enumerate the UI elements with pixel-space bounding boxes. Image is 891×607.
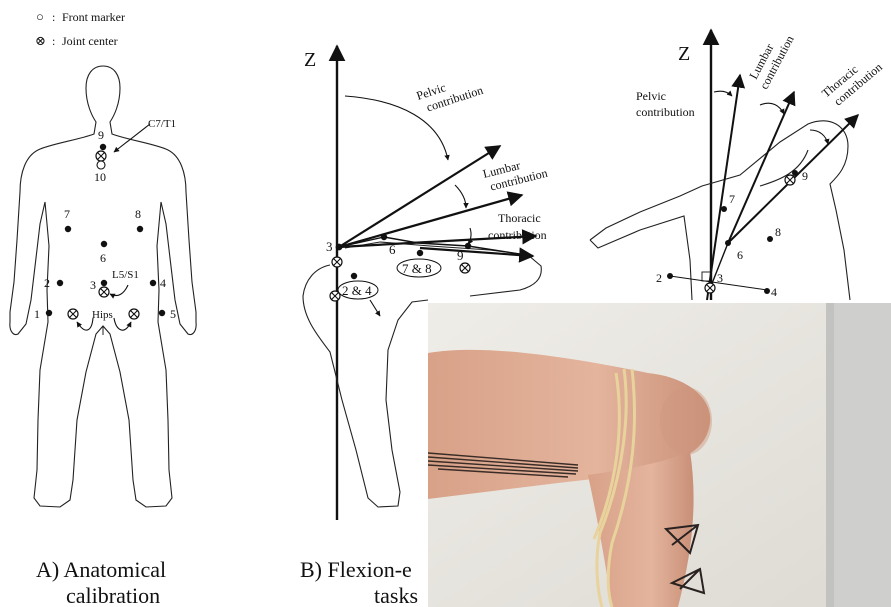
joint-center-symbol: ⊗ bbox=[35, 33, 46, 48]
marker-2 bbox=[57, 280, 63, 286]
front-marker-label: Front marker bbox=[62, 10, 125, 24]
label-8: 8 bbox=[135, 207, 141, 221]
label-9-c: 9 bbox=[802, 169, 808, 183]
marker-2-c bbox=[667, 273, 673, 279]
lumbar-arc-b bbox=[455, 185, 466, 208]
label-1: 1 bbox=[34, 307, 40, 321]
label-6: 6 bbox=[100, 251, 106, 265]
label-l5s1: L5/S1 bbox=[112, 269, 139, 281]
label-3-c: 3 bbox=[717, 271, 723, 285]
c7t1-joint-c bbox=[785, 175, 795, 185]
label-9: 9 bbox=[98, 128, 104, 142]
marker-9-b bbox=[465, 243, 471, 249]
panel-c-axial-view: Z 2 3 4 6 7 8 9 Pelvic contribution Lumb… bbox=[590, 27, 885, 300]
marker-8-c bbox=[767, 236, 773, 242]
marker-2-4-b bbox=[351, 273, 357, 279]
z-label-b: Z bbox=[304, 49, 316, 71]
marker-6-c bbox=[725, 240, 731, 246]
lumbar-vector-c bbox=[728, 92, 794, 243]
marker-9 bbox=[100, 144, 106, 150]
label-10: 10 bbox=[94, 170, 106, 184]
label-6-c: 6 bbox=[737, 248, 743, 262]
label-9-b: 9 bbox=[457, 248, 464, 263]
thoracic-arc-b bbox=[468, 228, 471, 244]
legend-separator-2: : bbox=[52, 34, 55, 48]
l5s1-joint-c bbox=[705, 283, 715, 293]
label-7: 7 bbox=[64, 207, 70, 221]
panel-edge bbox=[826, 303, 834, 607]
label-8-c: 8 bbox=[775, 225, 781, 239]
hip-arrow-right bbox=[114, 318, 131, 330]
label-7-8-b: 7 & 8 bbox=[402, 261, 432, 276]
marker-7-8-b bbox=[417, 250, 423, 256]
front-marker-symbol: ○ bbox=[36, 9, 44, 24]
pelvic-label-b: Pelvic contribution bbox=[415, 70, 485, 117]
lumbar-label-c: Lumbar contribution bbox=[744, 27, 796, 92]
marker-7-c bbox=[721, 206, 727, 212]
pelvic-label-c-2: contribution bbox=[636, 105, 695, 119]
marker-7 bbox=[65, 226, 71, 232]
marker-3 bbox=[101, 280, 107, 286]
panel-b-caption-line1: B) Flexion-e bbox=[300, 557, 412, 582]
legend-separator: : bbox=[52, 10, 55, 24]
marker-8 bbox=[137, 226, 143, 232]
right-hip-joint-center bbox=[129, 309, 139, 319]
label-2-4-b: 2 & 4 bbox=[342, 283, 372, 298]
thoracic-label-b-1: Thoracic bbox=[498, 211, 541, 225]
panel-b-caption-line2: tasks bbox=[374, 583, 418, 607]
marker-6-b bbox=[381, 234, 387, 240]
panel-a-caption-line1: A) Anatomical bbox=[36, 557, 166, 582]
elbow bbox=[660, 387, 712, 455]
hip-arrow-left bbox=[77, 318, 93, 330]
marker-9-c bbox=[792, 170, 798, 176]
panel-a-anatomical-calibration: C7/T1 9 10 7 8 6 L5/S1 2 3 4 1 5 Hips A)… bbox=[10, 66, 196, 607]
side-panel bbox=[833, 303, 891, 607]
pelvic-label-c-1: Pelvic bbox=[636, 89, 666, 103]
c7t1-joint-center bbox=[96, 151, 106, 161]
marker-4-c bbox=[764, 288, 770, 294]
marker-5 bbox=[159, 310, 165, 316]
marker-1 bbox=[46, 310, 52, 316]
label-7-c: 7 bbox=[729, 192, 735, 206]
legend: ○ : Front marker ⊗ : Joint center bbox=[35, 9, 125, 48]
arm-photo bbox=[428, 303, 891, 607]
thoracic-arc-c bbox=[810, 130, 828, 144]
hip-arrow-b bbox=[370, 300, 380, 316]
thoracic-label-c: Thoracic contribution bbox=[819, 49, 885, 111]
pelvic-arc-c bbox=[714, 91, 732, 96]
arm-photo-drawing bbox=[428, 303, 891, 607]
marker-4 bbox=[150, 280, 156, 286]
label-5: 5 bbox=[170, 307, 176, 321]
z-label-c: Z bbox=[678, 43, 690, 65]
pelvic-lumbar-vector-b bbox=[339, 146, 500, 247]
panel-a-caption-line2: calibration bbox=[66, 583, 160, 607]
left-hip-joint-center bbox=[68, 309, 78, 319]
thoracic-label-b-2: contribution bbox=[488, 228, 547, 242]
label-2: 2 bbox=[44, 276, 50, 290]
joint-center-label: Joint center bbox=[62, 34, 118, 48]
label-3-b: 3 bbox=[326, 239, 333, 254]
c7t1-joint-b bbox=[460, 263, 470, 273]
label-hips: Hips bbox=[92, 309, 113, 321]
lumbar-arc-c bbox=[760, 103, 784, 114]
l5s1-joint-b bbox=[332, 257, 342, 267]
label-4-c: 4 bbox=[771, 285, 777, 299]
marker-6 bbox=[101, 241, 107, 247]
marker-3-b bbox=[336, 244, 343, 251]
label-6-b: 6 bbox=[389, 242, 396, 257]
label-c7t1: C7/T1 bbox=[148, 118, 176, 130]
label-4: 4 bbox=[160, 276, 166, 290]
c7t1-arrow bbox=[114, 124, 150, 152]
label-2-c: 2 bbox=[656, 271, 662, 285]
lumbar-label-b: Lumbar contribution bbox=[481, 152, 549, 194]
marker-10 bbox=[97, 161, 105, 169]
l5s1-joint-center bbox=[99, 287, 109, 297]
l5s1-arrow bbox=[110, 285, 128, 296]
label-3: 3 bbox=[90, 278, 96, 292]
